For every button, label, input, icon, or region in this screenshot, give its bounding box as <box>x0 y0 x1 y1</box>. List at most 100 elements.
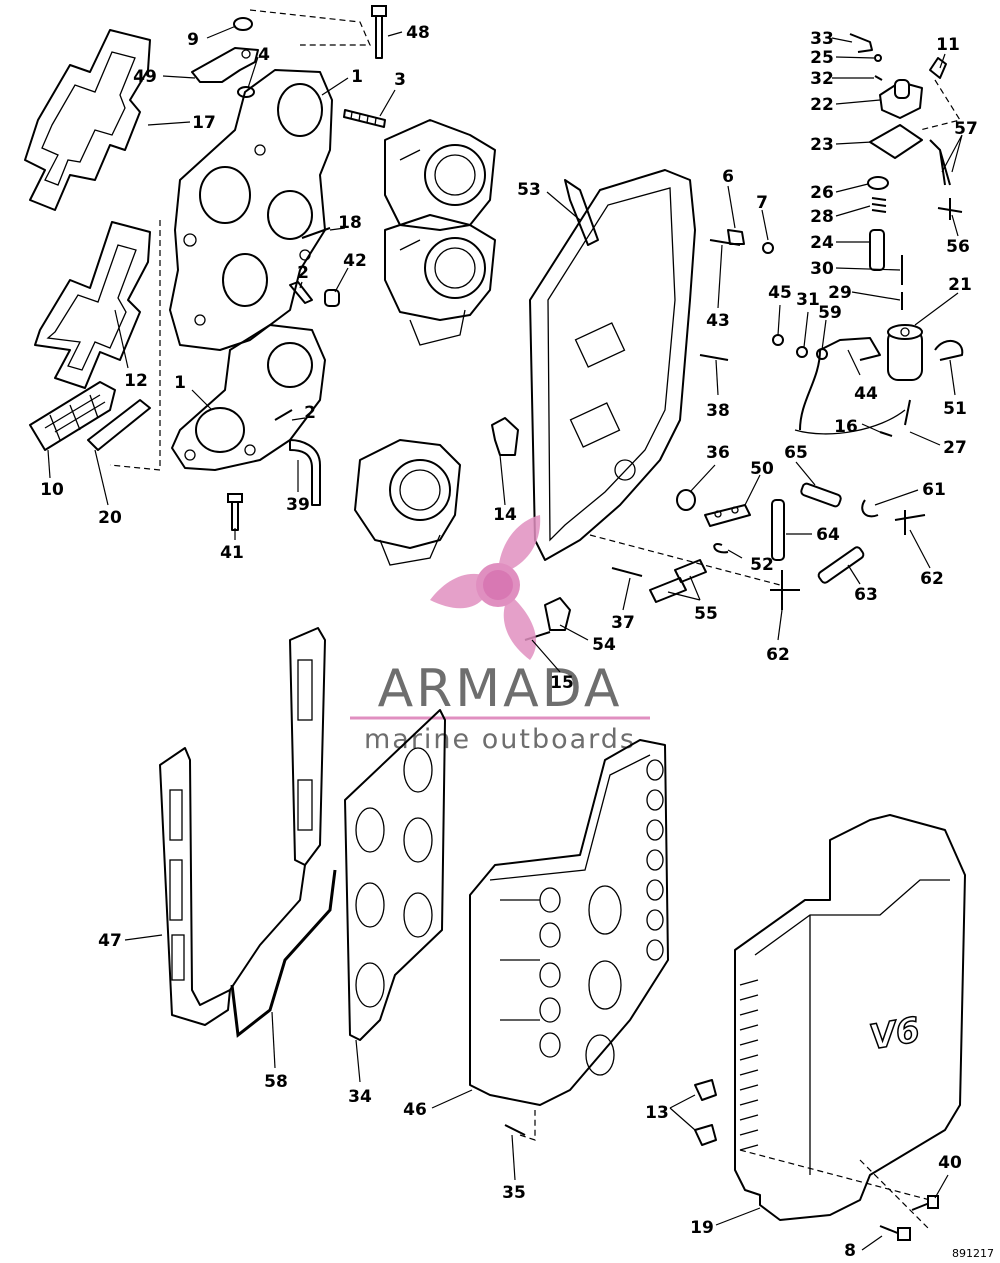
label-59: 59 <box>818 303 842 323</box>
label-52: 52 <box>750 555 774 575</box>
watermark-propeller-logo <box>430 515 541 660</box>
hose-63 <box>817 546 865 584</box>
label-29: 29 <box>828 283 852 303</box>
label-22: 22 <box>810 95 834 115</box>
dashed-line-top-right <box>919 79 961 131</box>
label-31: 31 <box>796 290 820 310</box>
drawing-code: 891217 <box>952 1247 994 1260</box>
block-54 <box>544 597 571 631</box>
sleeve-24 <box>869 229 885 271</box>
clips-13 <box>694 1079 717 1146</box>
label-61: 61 <box>922 480 946 500</box>
screw-7 <box>762 242 774 254</box>
watermark-tagline: marine outboards <box>364 724 636 755</box>
label-33: 33 <box>810 29 834 49</box>
fitting-50 <box>704 504 751 527</box>
reed-block-10 <box>29 381 116 451</box>
label-25: 25 <box>810 48 834 68</box>
label-38: 38 <box>706 401 730 421</box>
dashed-line-mid <box>589 534 781 586</box>
gasket-upper-strip <box>229 627 326 991</box>
fitting-33 <box>849 33 873 53</box>
label-63: 63 <box>854 585 878 605</box>
label-64: 64 <box>816 525 840 545</box>
label-13: 13 <box>645 1103 669 1123</box>
clip-6 <box>727 229 745 245</box>
label-8: 8 <box>844 1241 856 1261</box>
stud-3 <box>343 109 386 128</box>
gasket-34 <box>344 709 446 1041</box>
label-20: 20 <box>98 508 122 528</box>
cover-emblem: V6 <box>867 1010 923 1058</box>
label-9: 9 <box>187 30 199 50</box>
bolt-40 <box>911 1195 939 1211</box>
label-4: 4 <box>258 45 270 65</box>
screw-37 <box>611 567 643 577</box>
label-1-upper: 1 <box>351 67 363 87</box>
label-56: 56 <box>946 237 970 257</box>
clamp-61 <box>861 499 879 518</box>
label-19: 19 <box>690 1218 714 1238</box>
terminal-31 <box>796 346 808 358</box>
screw-18 <box>301 227 331 239</box>
bolt-48 <box>371 5 387 59</box>
label-28: 28 <box>810 207 834 227</box>
label-41: 41 <box>220 543 244 563</box>
housing-46 <box>469 739 669 1106</box>
label-2-lower: 2 <box>304 403 316 423</box>
label-53: 53 <box>517 180 541 200</box>
label-18: 18 <box>338 213 362 233</box>
callout-labels: 9 48 4 49 1 3 17 18 2 42 12 1 2 10 20 39… <box>40 23 978 1261</box>
label-32: 32 <box>810 69 834 89</box>
label-1-lower: 1 <box>174 373 186 393</box>
strap-51 <box>934 340 964 361</box>
clip-16 <box>879 431 893 437</box>
fitting-11 <box>929 57 947 79</box>
label-11: 11 <box>936 35 960 55</box>
gasket-23 <box>869 124 923 159</box>
bracket-49 <box>191 47 259 83</box>
label-48: 48 <box>406 23 430 43</box>
washer-25 <box>874 54 882 62</box>
gasket-17 <box>24 29 151 211</box>
cover-19: V6 <box>734 814 966 1221</box>
label-54: 54 <box>592 635 616 655</box>
seal-58 <box>230 869 337 1038</box>
label-36: 36 <box>706 443 730 463</box>
label-46: 46 <box>403 1100 427 1120</box>
pin-2-upper <box>289 281 313 304</box>
label-40: 40 <box>938 1153 962 1173</box>
label-42: 42 <box>343 251 367 271</box>
adapter-plate-53 <box>529 169 696 561</box>
valve-22 <box>879 79 923 119</box>
watermark-brand: ARMADA <box>378 659 623 719</box>
carburetor-lower <box>354 439 461 566</box>
leader-lines <box>47 25 963 1251</box>
cap-26 <box>867 176 889 190</box>
label-15: 15 <box>550 673 574 693</box>
tee-62-lower <box>770 570 800 610</box>
label-35: 35 <box>502 1183 526 1203</box>
label-14: 14 <box>493 505 517 525</box>
label-30: 30 <box>810 259 834 279</box>
dashed-line-top <box>249 9 371 46</box>
bracket-44 <box>819 337 881 361</box>
screw-45 <box>772 334 784 346</box>
hose-65 <box>800 482 842 508</box>
label-26: 26 <box>810 183 834 203</box>
label-50: 50 <box>750 459 774 479</box>
washer-4 <box>237 86 255 98</box>
intake-manifold-lower-1 <box>171 324 326 471</box>
label-44: 44 <box>854 384 878 404</box>
label-23: 23 <box>810 135 834 155</box>
label-65: 65 <box>784 443 808 463</box>
label-62-lower: 62 <box>766 645 790 665</box>
label-16: 16 <box>834 417 858 437</box>
washer-59 <box>816 348 828 360</box>
label-58: 58 <box>264 1072 288 1092</box>
hose-39 <box>289 439 321 506</box>
label-7: 7 <box>756 193 768 213</box>
solenoid-21 <box>887 324 923 381</box>
label-51: 51 <box>943 399 967 419</box>
screw-38 <box>699 354 729 361</box>
